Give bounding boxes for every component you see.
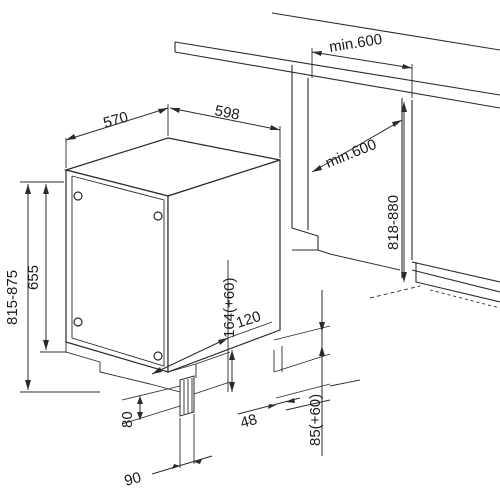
depth-label: 570: [101, 109, 130, 132]
niche-width-top-dim: [311, 48, 413, 98]
width-dim: [169, 107, 281, 158]
plinth-depth-dim: [121, 385, 181, 425]
mounting-holes: [73, 191, 163, 361]
foot-width-dim: [151, 414, 213, 475]
plinth-offset-dim: [151, 321, 273, 375]
plinth-height-label: 164(+60): [221, 278, 238, 338]
foot-width-label: 90: [122, 469, 143, 490]
mounting-hole: [153, 211, 163, 221]
niche-width-side-dim: [311, 119, 403, 173]
depth-dim: [65, 104, 169, 168]
toe-kick-depth-label: 48: [238, 411, 259, 432]
height-range-label: 815-875: [4, 270, 21, 325]
mounting-hole: [73, 191, 83, 201]
toe-kick-height-label: 85(+60): [307, 394, 324, 446]
toe-kick-detail: [237, 290, 361, 456]
mounting-hole: [73, 317, 83, 327]
niche-wall: [291, 65, 500, 309]
niche-width-side-label: min.600: [323, 136, 379, 172]
niche-height-dim: [401, 102, 407, 282]
plinth-depth-label: 80: [119, 411, 136, 428]
dishwasher-box: [63, 137, 281, 373]
plinth-offset-label: 120: [234, 308, 263, 332]
height-dims: [20, 181, 100, 393]
height-base-label: 655: [25, 265, 42, 290]
appliance-base: [65, 342, 231, 417]
countertop: [174, 12, 500, 109]
niche-width-top-label: min.600: [328, 31, 383, 56]
mounting-hole: [153, 351, 163, 361]
width-label: 598: [213, 102, 241, 123]
niche-height-label: 818-880: [385, 195, 402, 250]
plinth-height-dim: [227, 260, 235, 392]
